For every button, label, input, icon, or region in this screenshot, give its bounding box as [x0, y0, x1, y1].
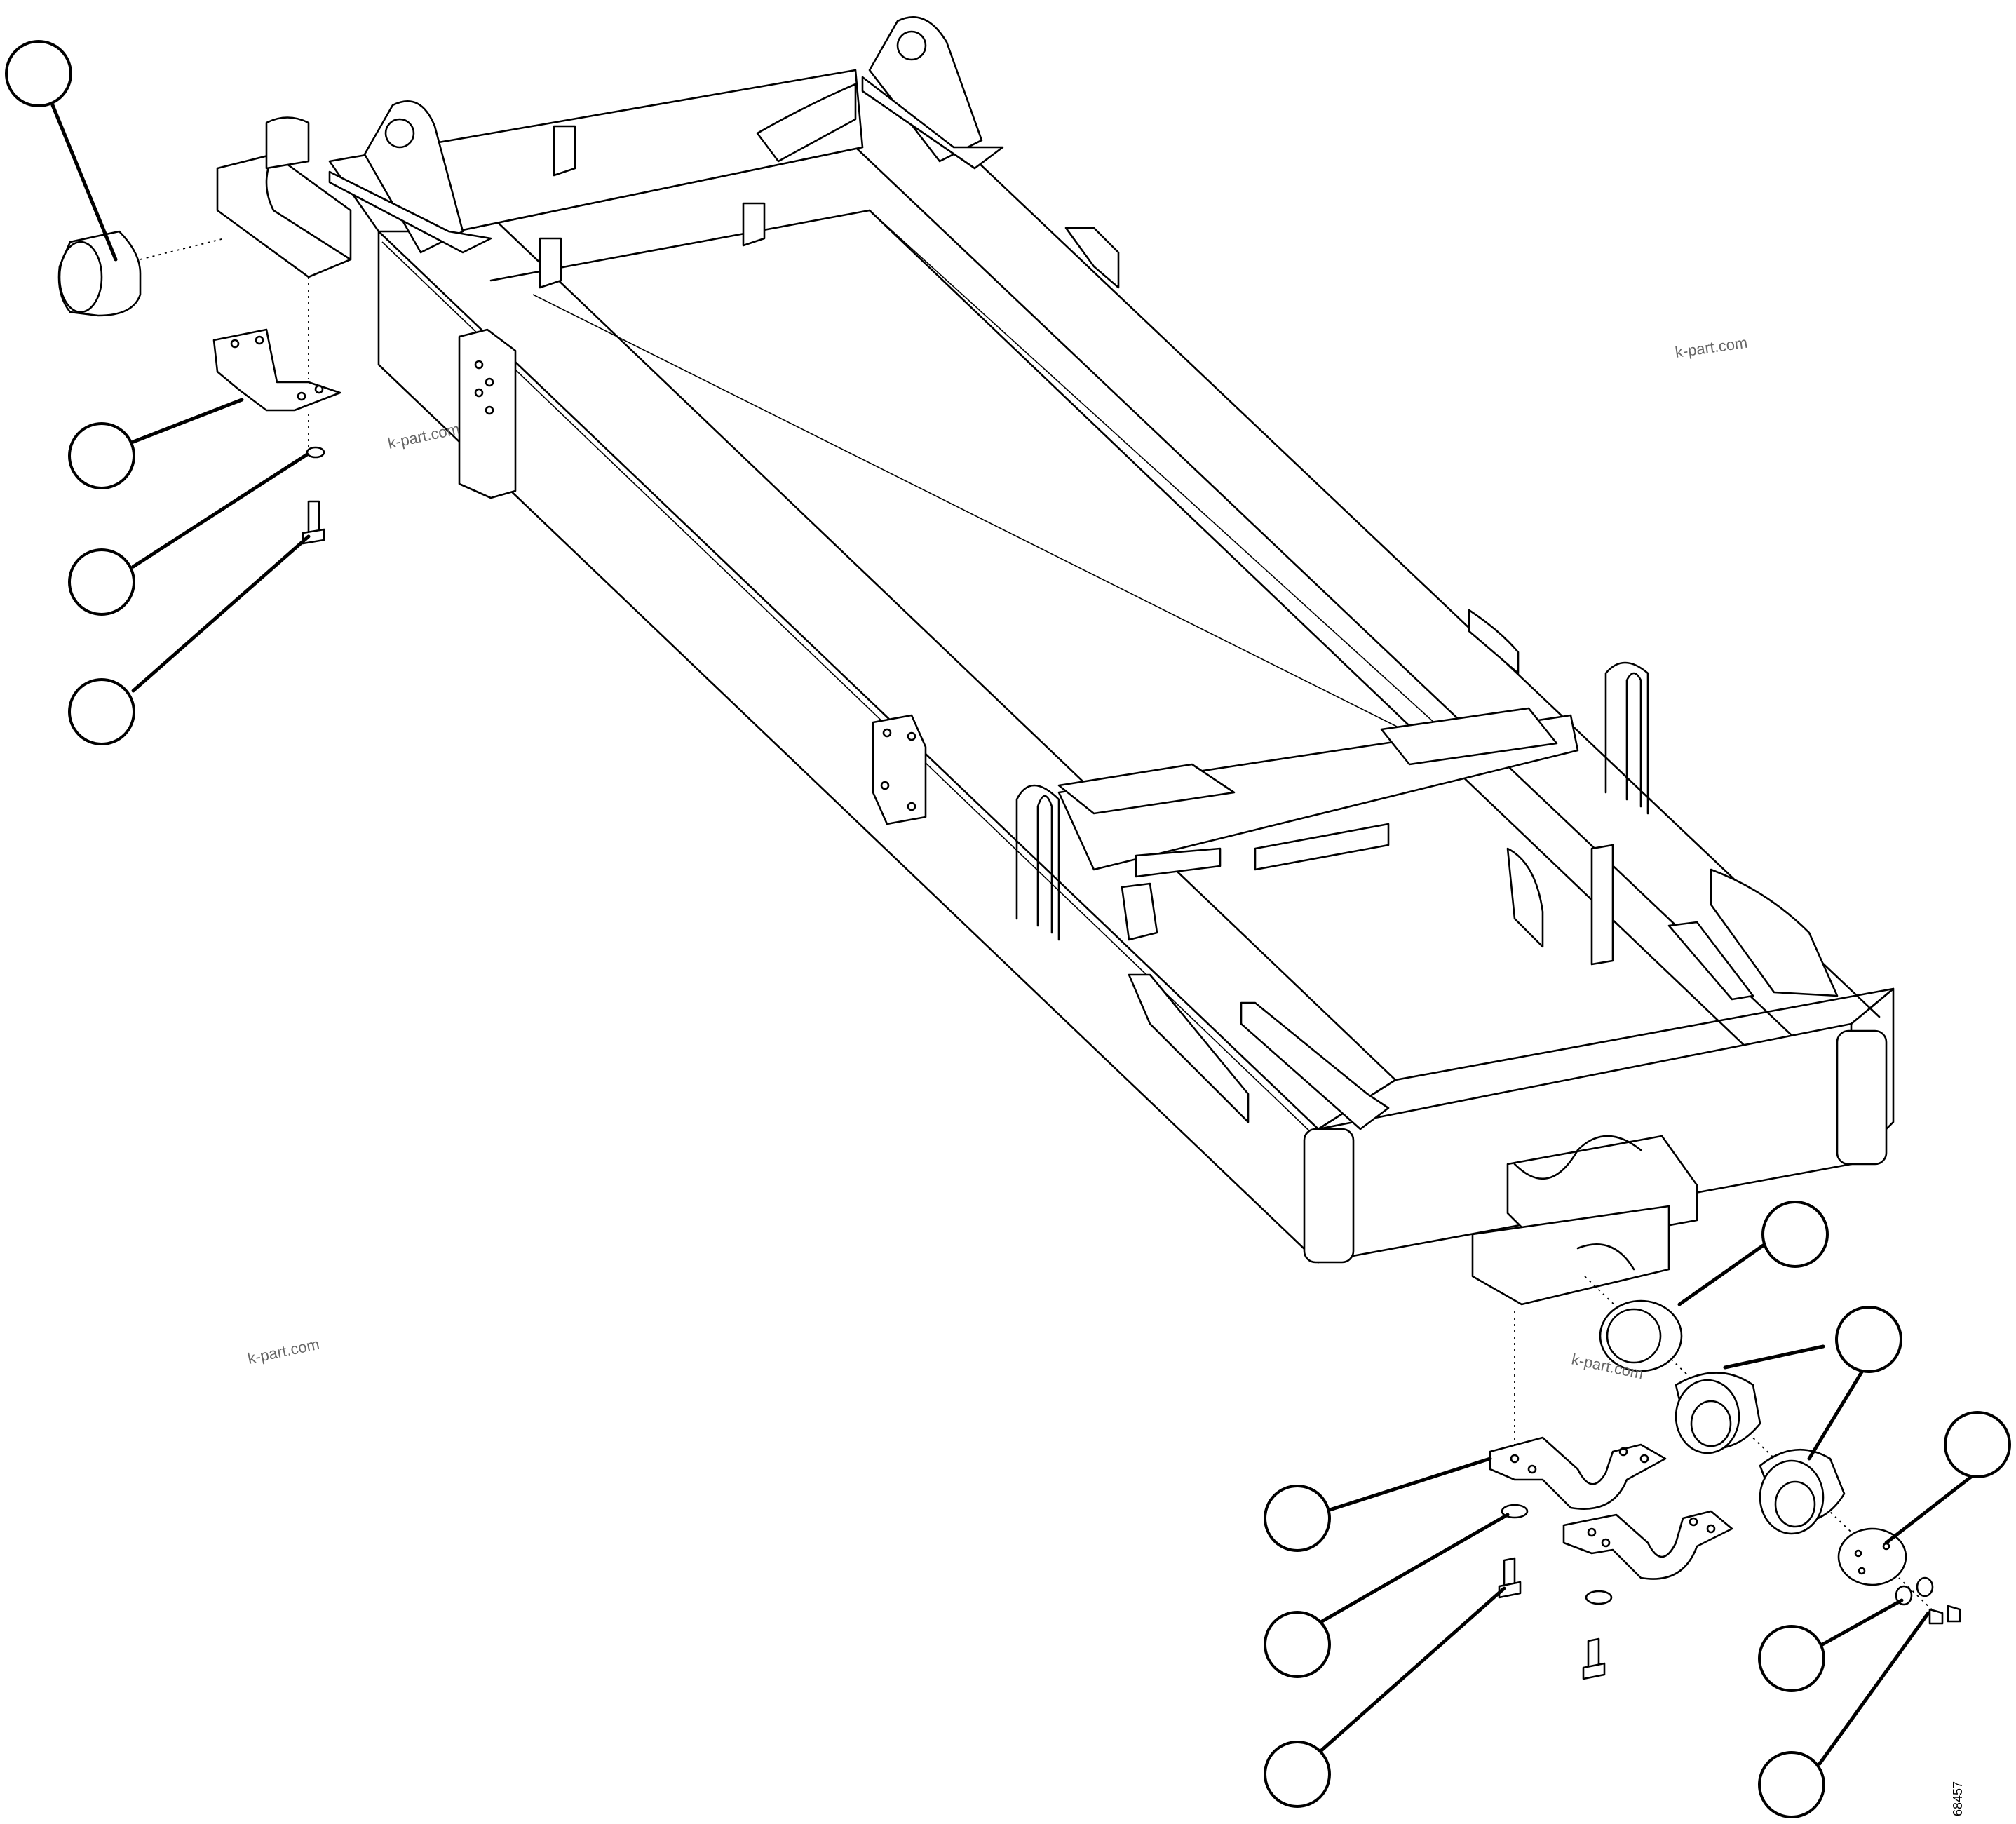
callout-bubble [68, 678, 135, 745]
callout-bubble [1835, 1306, 1902, 1373]
callout-bubble [68, 422, 135, 489]
leader-line [1884, 1467, 1983, 1545]
leader-line [50, 103, 118, 262]
front-pivot-parts [1489, 1276, 1961, 1680]
callout-bubble [1758, 1751, 1825, 1818]
leader-line [1807, 1358, 1871, 1461]
callout-bubble [1758, 1625, 1825, 1692]
callout-bubble [1944, 1411, 2011, 1478]
leader-line [1323, 1457, 1492, 1513]
leader-line [131, 398, 244, 444]
callout-bubble [5, 40, 72, 107]
watermark-text: k-part.com [246, 1335, 321, 1367]
leader-line [131, 452, 309, 569]
leader-line [1316, 1586, 1506, 1755]
watermark-text: k-part.com [386, 420, 461, 452]
callout-bubble [1264, 1611, 1331, 1678]
watermark-text: k-part.com [1674, 334, 1748, 361]
leader-line [1723, 1344, 1825, 1370]
callout-bubble [1761, 1201, 1829, 1268]
leader-line [1677, 1236, 1776, 1306]
callouts [5, 40, 2011, 1818]
callout-bubble [1264, 1485, 1331, 1552]
chassis-frame [216, 16, 1895, 1306]
callout-bubble [68, 548, 135, 616]
leader-line [1818, 1611, 1930, 1766]
rear-pivot-parts [57, 230, 341, 545]
drawing-number: 68457 [1951, 1781, 1965, 1816]
callout-bubble [1264, 1741, 1331, 1808]
leader-line [131, 534, 311, 693]
leader-line [1316, 1513, 1510, 1626]
leader-line [1814, 1598, 1904, 1650]
